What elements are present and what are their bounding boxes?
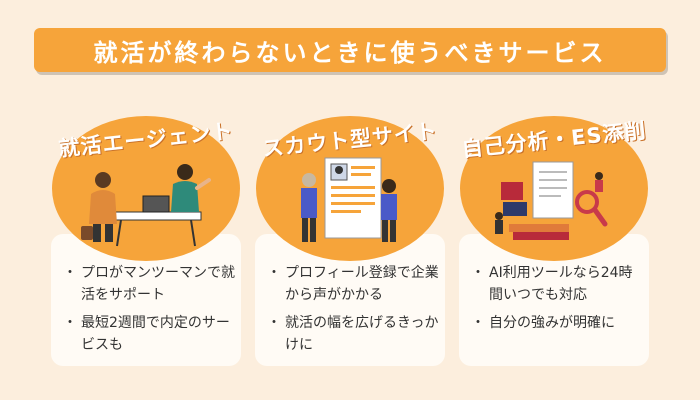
bullet-item: プロがマンツーマンで就活をサポート [63, 262, 237, 306]
card-scout-site: スカウト型サイト プロフィール登録で企業から声がかかる 就活の幅を広げるきっかけ… [255, 104, 445, 366]
card-job-agent: 就活エージェント プロがマンツーマンで就活をサポート 最短2週間で内定のサービス… [51, 104, 241, 366]
bullet-item: 最短2週間で内定のサービスも [63, 312, 237, 356]
bullet-list: AI利用ツールなら24時間いつでも対応 自分の強みが明確に [471, 262, 645, 340]
bullet-item: プロフィール登録で企業から声がかかる [267, 262, 441, 306]
books-magnifier-illustration [495, 161, 608, 240]
bullet-item: 就活の幅を広げるきっかけに [267, 312, 441, 356]
card-self-analysis: 自己分析・ES添削 AI利用ツールなら24時間いつでも対応 自分の強みが明確に [459, 104, 649, 366]
bullet-item: AI利用ツールなら24時間いつでも対応 [471, 262, 645, 306]
bullet-list: プロがマンツーマンで就活をサポート 最短2週間で内定のサービスも [63, 262, 237, 362]
bullet-item: 自分の強みが明確に [471, 312, 645, 334]
agent-meeting-illustration [81, 164, 211, 247]
title-banner: 就活が終わらないときに使うべきサービス [34, 28, 666, 72]
page-title: 就活が終わらないときに使うべきサービス [93, 38, 607, 67]
profile-document-illustration [301, 157, 397, 242]
bullet-list: プロフィール登録で企業から声がかかる 就活の幅を広げるきっかけに [267, 262, 441, 362]
